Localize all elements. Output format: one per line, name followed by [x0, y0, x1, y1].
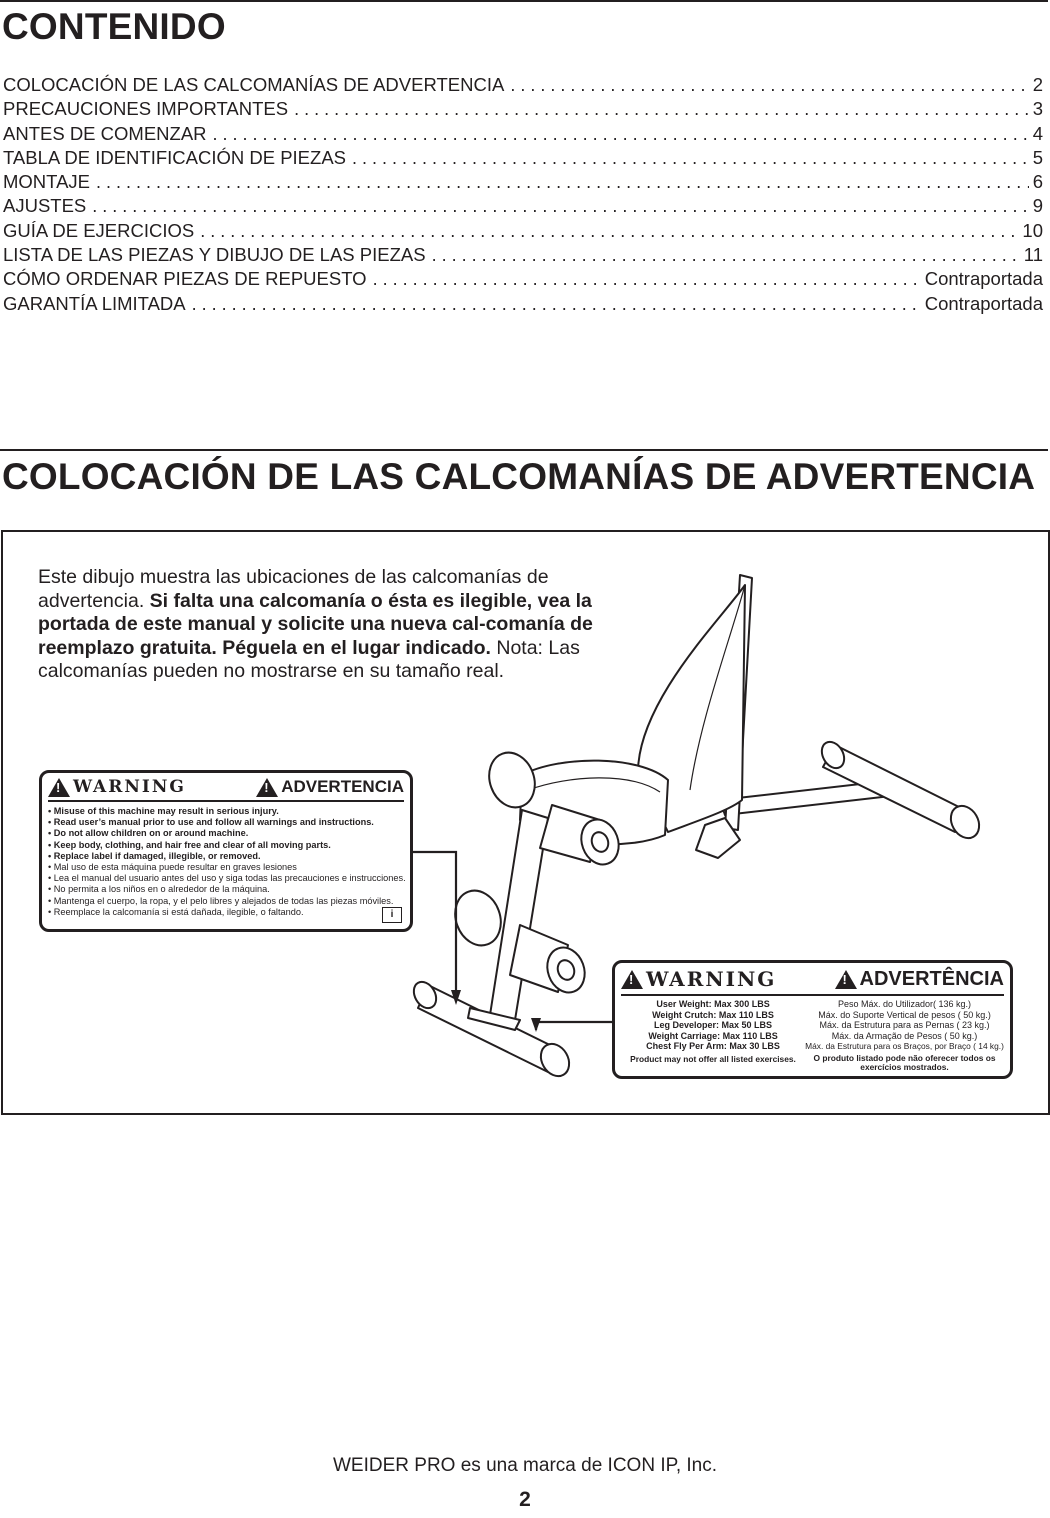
advertencia-heading: ADVERTENCIA — [256, 777, 404, 797]
weight-limit-columns: User Weight: Max 300 LBS Weight Crutch: … — [621, 999, 1004, 1073]
warning-label-header: WARNING ADVERTÊNCIA — [621, 967, 1004, 996]
limit-line: Máx. da Armação de Pesos ( 50 kg.) — [831, 1030, 978, 1041]
weight-limits-portuguese: Peso Máx. do Utilizador( 136 kg.) Máx. d… — [805, 999, 1004, 1073]
advertencia-text: ADVERTÊNCIA — [859, 967, 1004, 990]
top-rule — [0, 0, 1048, 2]
toc-entry-title: MONTAJE — [3, 171, 91, 193]
limit-line: User Weight: Max 300 LBS — [656, 999, 770, 1009]
toc-entry[interactable]: GARANTÍA LIMITADA Contraportada — [3, 293, 1043, 317]
warning-label-general: WARNING ADVERTENCIA • Misuse of this mac… — [39, 770, 413, 932]
weight-limits-english: User Weight: Max 300 LBS Weight Crutch: … — [621, 999, 805, 1073]
limit-line: Weight Crutch: Max 110 LBS — [652, 1009, 774, 1020]
toc-entry[interactable]: GUÍA DE EJERCICIOS 10 — [3, 220, 1043, 244]
toc-entry-title: GUÍA DE EJERCICIOS — [3, 219, 195, 241]
toc-entry-title: PRECAUCIONES IMPORTANTES — [3, 98, 289, 120]
limit-line: Weight Carriage: Max 110 LBS — [648, 1030, 778, 1041]
page-number: 2 — [519, 1488, 531, 1511]
toc-entry[interactable]: PRECAUCIONES IMPORTANTES 3 — [3, 98, 1043, 122]
warning-label-weight-limits: WARNING ADVERTÊNCIA User Weight: Max 300… — [612, 960, 1013, 1079]
toc-entry-page: 5 — [1032, 146, 1043, 168]
toc-entry-page: 11 — [1023, 244, 1043, 266]
advertencia-heading: ADVERTÊNCIA — [834, 967, 1004, 991]
toc-entry-page: 4 — [1032, 122, 1043, 144]
limit-line: Leg Developer: Max 50 LBS — [653, 1020, 773, 1030]
toc-entry-page: 6 — [1032, 171, 1043, 193]
intro-plain-2: Nota: Las calcomanías pueden no mostrars… — [38, 636, 580, 683]
toc-entry[interactable]: COLOCACIÓN DE LAS CALCOMANÍAS DE ADVERTE… — [3, 74, 1043, 98]
limit-line: Máx. do Suporte Vertical de pesos ( 50 k… — [818, 1009, 991, 1020]
warning-heading: WARNING — [621, 967, 776, 991]
limit-line: Peso Máx. do Utilizador( 136 kg.) — [837, 999, 972, 1009]
limit-note: O produto listado pode não oferecer todo… — [813, 1052, 996, 1072]
section-rule — [0, 449, 1048, 451]
toc-entry[interactable]: ANTES DE COMENZAR 4 — [3, 123, 1043, 147]
intro-plain-1: Este dibujo muestra las ubicaciones de l… — [38, 566, 549, 612]
intro-bold: Si falta una calcomanía o ésta es ilegib… — [38, 589, 593, 659]
intro-text: Este dibujo muestra las ubicaciones de l… — [38, 566, 598, 684]
warning-line: • Reemplace la calcomanía si está dañada… — [48, 906, 304, 917]
advertencia-text: ADVERTENCIA — [281, 777, 404, 796]
toc-entry[interactable]: LISTA DE LAS PIEZAS Y DIBUJO DE LAS PIEZ… — [3, 244, 1043, 268]
toc-entry-page: 3 — [1032, 98, 1043, 120]
table-of-contents: COLOCACIÓN DE LAS CALCOMANÍAS DE ADVERTE… — [3, 74, 1043, 317]
warning-triangle-icon — [834, 969, 857, 989]
toc-entry[interactable]: AJUSTES 9 — [3, 195, 1043, 219]
warning-line: • No permita a los niños en o alrededor … — [48, 884, 270, 895]
section-title: COLOCACIÓN DE LAS CALCOMANÍAS DE ADVERTE… — [2, 456, 1036, 497]
toc-entry-title: ANTES DE COMENZAR — [3, 122, 207, 144]
toc-entry-page: Contraportada — [924, 268, 1043, 290]
toc-entry-title: CÓMO ORDENAR PIEZAS DE REPUESTO — [3, 268, 367, 290]
limit-line: Chest Fly Per Arm: Max 30 LBS — [646, 1041, 780, 1051]
warning-text: WARNING — [646, 967, 777, 991]
toc-entry-title: GARANTÍA LIMITADA — [3, 292, 186, 314]
manual-info-icon: i — [382, 907, 402, 923]
toc-entry-page: 10 — [1022, 219, 1043, 241]
warning-line: • Mal uso de esta máquina puede resultar… — [48, 862, 297, 873]
toc-entry-title: AJUSTES — [3, 195, 87, 217]
toc-entry[interactable]: MONTAJE 6 — [3, 171, 1043, 195]
toc-entry-title: TABLA DE IDENTIFICACIÓN DE PIEZAS — [3, 146, 346, 168]
warning-line: • Replace label if damaged, illegible, o… — [48, 850, 261, 861]
limit-line: Máx. da Estrutura para as Pernas ( 23 kg… — [819, 1020, 990, 1030]
limit-line: Máx. da Estrutura para os Braços, por Br… — [805, 1041, 1004, 1051]
warning-line: • Do not allow children on or around mac… — [48, 828, 249, 839]
warning-line: • Lea el manual del usuario antes del us… — [48, 873, 406, 884]
warning-triangle-icon — [256, 777, 279, 797]
trademark-note: WEIDER PRO es una marca de ICON IP, Inc. — [333, 1455, 717, 1476]
warning-heading: WARNING — [48, 777, 186, 797]
warning-triangle-icon — [621, 969, 643, 989]
toc-entry-page: 9 — [1032, 195, 1043, 217]
warning-line: • Misuse of this machine may result in s… — [48, 806, 279, 816]
toc-entry-page: Contraportada — [924, 292, 1043, 314]
warning-text: WARNING — [73, 777, 186, 797]
decal-diagram-frame — [1, 530, 1050, 1115]
limit-note: Product may not offer all listed exercis… — [630, 1053, 796, 1064]
warning-label-header: WARNING ADVERTENCIA — [48, 777, 404, 802]
toc-entry-page: 2 — [1032, 74, 1043, 95]
toc-entry-title: COLOCACIÓN DE LAS CALCOMANÍAS DE ADVERTE… — [3, 74, 505, 95]
warning-line: • Read user’s manual prior to use and fo… — [48, 817, 374, 828]
toc-entry-title: LISTA DE LAS PIEZAS Y DIBUJO DE LAS PIEZ… — [3, 244, 426, 266]
toc-entry[interactable]: CÓMO ORDENAR PIEZAS DE REPUESTO Contrapor… — [3, 268, 1043, 292]
contents-title: CONTENIDO — [2, 6, 226, 47]
warning-triangle-icon — [48, 777, 70, 797]
warning-lines: • Misuse of this machine may result in s… — [48, 806, 406, 918]
toc-entry[interactable]: TABLA DE IDENTIFICACIÓN DE PIEZAS 5 — [3, 147, 1043, 171]
warning-line: • Keep body, clothing, and hair free and… — [48, 839, 331, 850]
warning-line: • Mantenga el cuerpo, la ropa, y el pelo… — [48, 895, 394, 906]
